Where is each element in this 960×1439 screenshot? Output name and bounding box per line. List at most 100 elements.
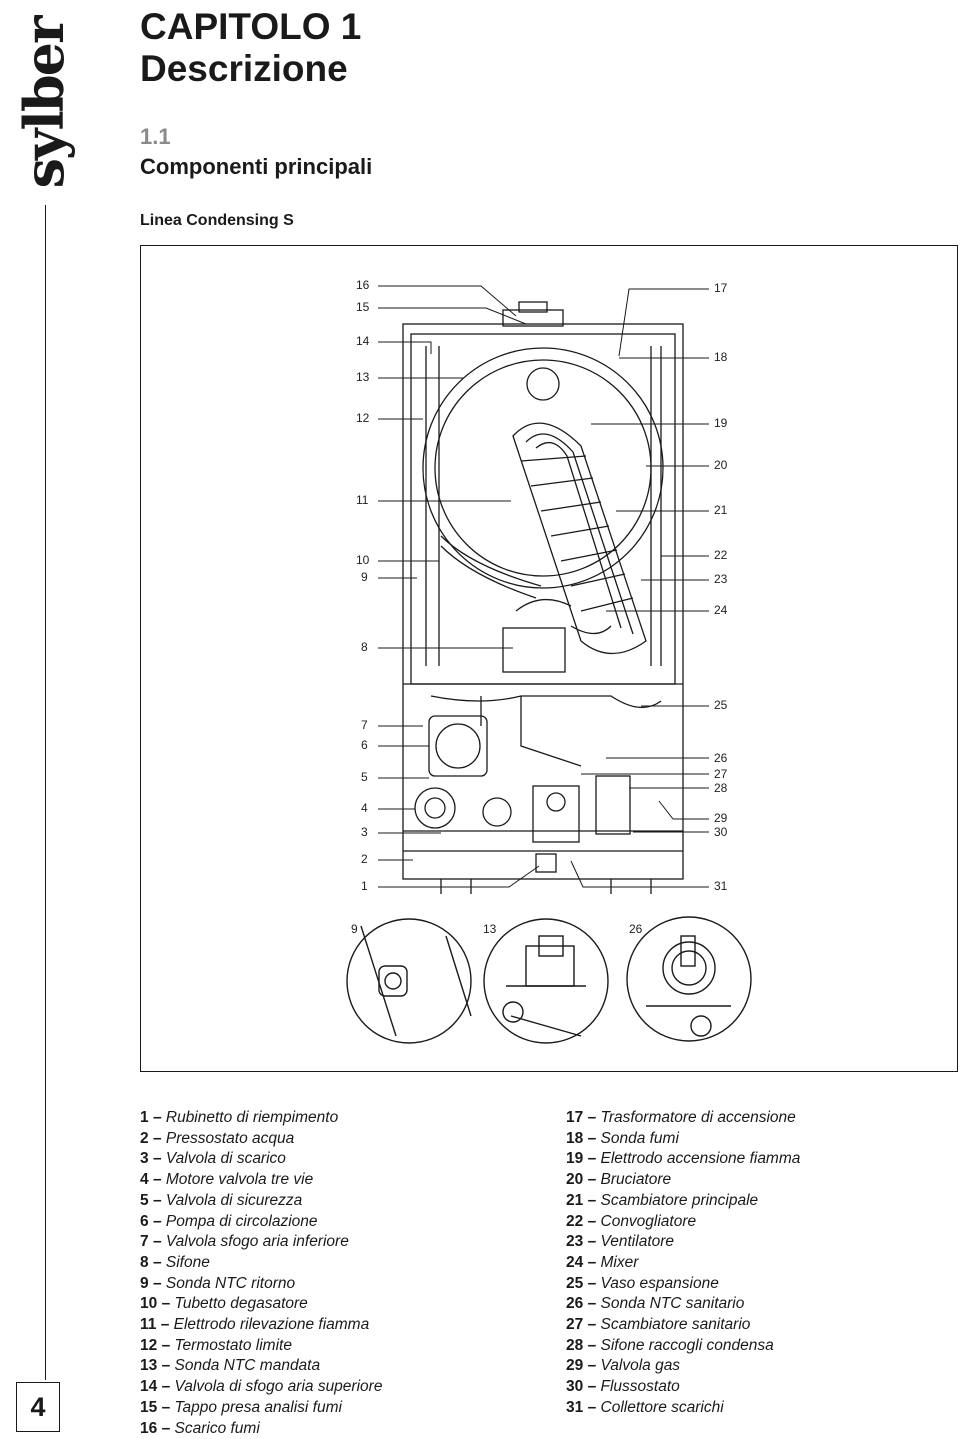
callout-31: 31: [714, 879, 728, 893]
callout-26: 26: [714, 751, 728, 765]
legend-item-dash: –: [152, 1129, 162, 1147]
legend-item: 2 – Pressostato acqua: [140, 1129, 382, 1150]
legend-item-dash: –: [587, 1212, 597, 1230]
legend-item-dash: –: [161, 1419, 171, 1437]
callout-24: 24: [714, 603, 728, 617]
legend-item-dash: –: [152, 1274, 162, 1292]
detail-label-26: 26: [629, 922, 643, 936]
boiler-diagram: [346, 285, 752, 1044]
legend-item-text: Motore valvola tre vie: [165, 1171, 314, 1189]
chapter-subtitle: Descrizione: [140, 48, 348, 89]
legend-item-number: 19: [566, 1150, 584, 1168]
legend-item-number: 14: [140, 1378, 158, 1396]
callout-17: 17: [714, 281, 728, 295]
legend-item-text: Flussostato: [600, 1378, 680, 1396]
legend-item-number: 1: [140, 1109, 149, 1126]
legend-item-text: Elettrodo rilevazione fiamma: [173, 1316, 370, 1334]
circulation-pump: [428, 715, 488, 777]
legend-item: 24 – Mixer: [566, 1253, 800, 1274]
legend-item: 28 – Sifone raccogli condensa: [566, 1336, 800, 1357]
legend-item-dash: –: [161, 1336, 171, 1354]
legend-item: 17 – Trasformatore di accensione: [566, 1108, 800, 1129]
legend-item-dash: –: [161, 1357, 171, 1375]
legend-item-dash: –: [161, 1295, 171, 1313]
callout-9: 9: [361, 570, 368, 584]
callout-20: 20: [714, 458, 728, 472]
legend-item: 29 – Valvola gas: [566, 1356, 800, 1377]
callout-25: 25: [714, 698, 728, 712]
legend-item: 6 – Pompa di circolazione: [140, 1212, 382, 1233]
legend-item-text: Sonda NTC sanitario: [600, 1295, 745, 1313]
legend-item-dash: –: [587, 1295, 597, 1313]
main-heat-exchanger: [512, 422, 647, 654]
page-number: 4: [16, 1382, 60, 1432]
legend-item: 15 – Tappo presa analisi fumi: [140, 1398, 382, 1419]
legend-item-text: Valvola gas: [600, 1357, 681, 1375]
brand-name: sylber: [12, 17, 76, 189]
legend-item: 3 – Valvola di scarico: [140, 1149, 382, 1170]
three-way-valve-motor: [414, 787, 456, 829]
legend-item-number: 17: [566, 1109, 584, 1126]
legend-item-number: 7: [140, 1233, 149, 1251]
legend-item-dash: –: [587, 1274, 597, 1292]
legend-item: 30 – Flussostato: [566, 1377, 800, 1398]
legend-item-number: 11: [140, 1316, 157, 1334]
legend-item-dash: –: [587, 1109, 597, 1126]
callout-1: 1: [361, 879, 368, 893]
legend-item: 18 – Sonda fumi: [566, 1129, 800, 1150]
legend-item-dash: –: [587, 1191, 597, 1209]
flue-outlet: [502, 309, 564, 327]
callout-23: 23: [714, 572, 728, 586]
callout-16: 16: [356, 278, 370, 292]
callout-10: 10: [356, 553, 370, 567]
legend-item-number: 2: [140, 1129, 149, 1147]
legend-item-text: Bruciatore: [600, 1171, 672, 1189]
detail-circle-ntc-dhw: [626, 916, 752, 1042]
callout-5: 5: [361, 770, 368, 784]
legend-item: 20 – Bruciatore: [566, 1170, 800, 1191]
legend-item-text: Valvola sfogo aria inferiore: [165, 1233, 349, 1251]
callout-13: 13: [356, 370, 370, 384]
callout-8: 8: [361, 640, 368, 654]
legend-item-text: Valvola di sfogo aria superiore: [174, 1378, 383, 1396]
legend-item-dash: –: [587, 1171, 597, 1189]
callout-19: 19: [714, 416, 728, 430]
section-title: Componenti principali: [140, 154, 373, 179]
legend-item-text: Sifone raccogli condensa: [600, 1336, 774, 1354]
legend-item-dash: –: [152, 1233, 162, 1251]
legend-item-text: Elettrodo accensione fiamma: [600, 1150, 801, 1168]
legend-item-dash: –: [161, 1398, 171, 1416]
legend-item-text: Scarico fumi: [174, 1419, 260, 1437]
legend-item-number: 20: [566, 1171, 584, 1189]
legend-item-text: Convogliatore: [600, 1212, 697, 1230]
legend-item: 27 – Scambiatore sanitario: [566, 1315, 800, 1336]
legend-item-text: Tubetto degasatore: [174, 1295, 308, 1313]
legend-item: 7 – Valvola sfogo aria inferiore: [140, 1232, 382, 1253]
legend-item-dash: –: [587, 1398, 597, 1416]
legend-item-text: Scambiatore principale: [600, 1191, 759, 1209]
legend-item-number: 23: [566, 1233, 584, 1251]
legend-item-number: 8: [140, 1253, 149, 1271]
legend-item: 23 – Ventilatore: [566, 1232, 800, 1253]
detail-circle-ntc-flow: [483, 918, 609, 1044]
legend-item-text: Valvola di sicurezza: [165, 1191, 303, 1209]
legend-item-number: 4: [140, 1171, 149, 1189]
legend-item: 16 – Scarico fumi: [140, 1419, 382, 1439]
burner-ring: [422, 347, 664, 589]
legend-item-number: 16: [140, 1419, 158, 1437]
legend-item-number: 5: [140, 1191, 149, 1209]
callout-21: 21: [714, 503, 728, 517]
callout-30: 30: [714, 825, 728, 839]
callout-11: 11: [356, 493, 369, 507]
legend-item-text: Mixer: [600, 1253, 639, 1271]
legend-item-text: Sonda fumi: [600, 1129, 679, 1147]
legend-item-dash: –: [160, 1316, 170, 1334]
legend-item-text: Collettore scarichi: [600, 1398, 724, 1416]
section-number: 1.1: [140, 124, 171, 149]
legend-item-dash: –: [587, 1253, 597, 1271]
legend-item-number: 29: [566, 1357, 584, 1375]
legend-item: 25 – Vaso espansione: [566, 1274, 800, 1295]
boiler-diagram-figure: 16 15 14 13 12 11 10 9 8 7 6 5 4 3 2 1 1…: [140, 245, 958, 1072]
